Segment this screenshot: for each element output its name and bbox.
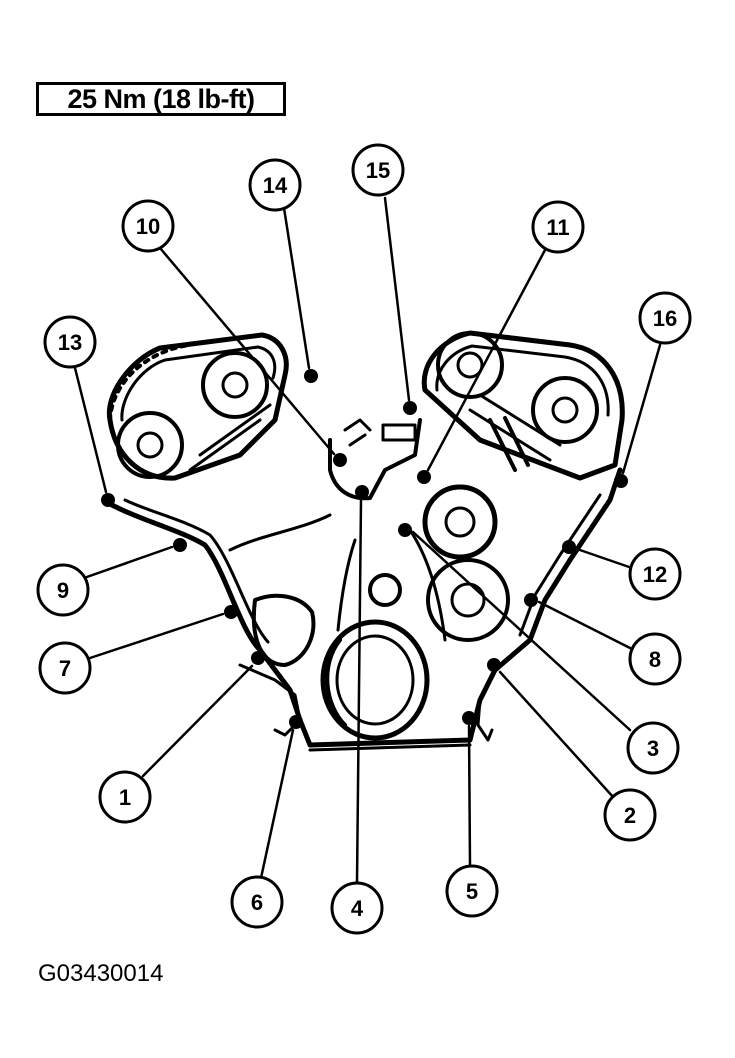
callout-8-label: 8 <box>649 647 661 672</box>
callout-3: 3 <box>626 721 680 775</box>
callout-2-label: 2 <box>624 803 636 828</box>
bolt-14 <box>304 369 318 383</box>
callout-11: 11 <box>531 200 585 254</box>
bolt-12 <box>562 540 576 554</box>
callout-3-label: 3 <box>647 736 659 761</box>
callout-14-label: 14 <box>263 173 288 198</box>
callout-16: 16 <box>638 291 692 345</box>
bolt-1 <box>251 651 265 665</box>
callout-8: 8 <box>628 632 682 686</box>
torque-spec-box: 25 Nm (18 lb-ft) <box>36 82 286 116</box>
engine-illustration <box>106 330 625 752</box>
bolt-markers <box>101 369 628 729</box>
callout-11-label: 11 <box>546 215 569 240</box>
callout-6: 6 <box>230 875 284 929</box>
bolt-11 <box>417 470 431 484</box>
bolt-10 <box>333 453 347 467</box>
callout-2: 2 <box>603 788 657 842</box>
callout-5-label: 5 <box>466 879 478 904</box>
bolt-3 <box>398 523 412 537</box>
callout-13: 13 <box>43 315 97 369</box>
bolt-6 <box>289 715 303 729</box>
bolt-5 <box>462 711 476 725</box>
bolt-15 <box>403 401 417 415</box>
callout-7-label: 7 <box>59 656 71 681</box>
callout-6-label: 6 <box>251 890 263 915</box>
callout-7: 7 <box>38 641 92 695</box>
callout-9: 9 <box>36 563 90 617</box>
bolt-9 <box>173 538 187 552</box>
bolt-13 <box>101 493 115 507</box>
callout-4-label: 4 <box>351 896 364 921</box>
bolt-16 <box>614 474 628 488</box>
callout-15: 15 <box>351 143 405 197</box>
callout-9-label: 9 <box>57 578 69 603</box>
callout-15-label: 15 <box>366 158 390 183</box>
callout-1-label: 1 <box>119 785 131 810</box>
callout-4: 4 <box>330 881 384 935</box>
callout-10: 10 <box>121 199 175 253</box>
bolt-4 <box>355 485 369 499</box>
callout-14: 14 <box>248 158 302 212</box>
bolt-8 <box>524 593 538 607</box>
callout-10-label: 10 <box>136 214 160 239</box>
callout-12-label: 12 <box>643 562 667 587</box>
bolt-2 <box>487 658 501 672</box>
torque-spec-label: 25 Nm (18 lb-ft) <box>67 83 255 114</box>
callout-16-label: 16 <box>653 306 677 331</box>
figure-id-label: G03430014 <box>38 960 164 987</box>
callouts: 1 2 3 4 5 6 7 8 <box>36 143 692 935</box>
callout-1: 1 <box>98 770 152 824</box>
bolt-7 <box>224 605 238 619</box>
callout-12: 12 <box>628 547 682 601</box>
callout-5: 5 <box>445 864 499 918</box>
callout-13-label: 13 <box>58 330 82 355</box>
leader-lines <box>73 196 662 884</box>
